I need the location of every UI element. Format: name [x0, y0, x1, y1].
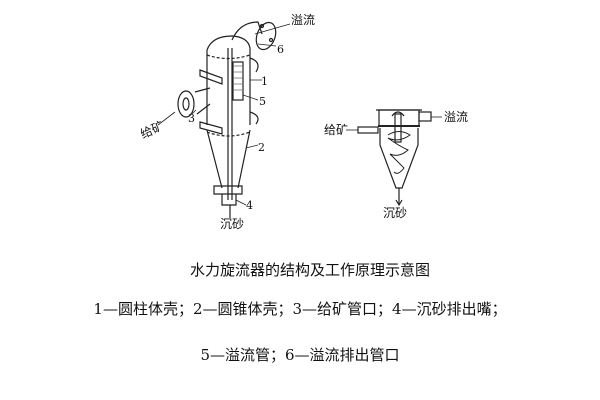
- part-number-1: 1: [261, 75, 268, 88]
- part-number-4: 4: [246, 199, 253, 212]
- part-number-2: 2: [258, 141, 265, 154]
- legend-line-1: 1—圆柱体壳；2—圆锥体壳；3—给矿管口；4—沉砂排出嘴；: [93, 300, 507, 318]
- legend-line-2: 5—溢流管；6—溢流排出管口: [200, 346, 400, 364]
- part-number-5: 5: [259, 95, 266, 108]
- part-number-6: 6: [277, 43, 284, 56]
- right-hydrocyclone-drawing: [346, 109, 442, 207]
- left-hydrocyclone-drawing: [157, 21, 291, 218]
- figure-title: 水力旋流器的结构及工作原理示意图: [189, 261, 430, 279]
- left-underflow-label: 沉砂: [220, 217, 245, 231]
- right-feed-label: 给矿: [324, 123, 349, 137]
- left-overflow-label: 溢流: [291, 13, 316, 27]
- right-overflow-label: 溢流: [444, 110, 469, 124]
- part-number-3: 3: [188, 112, 195, 125]
- right-underflow-label: 沉砂: [383, 206, 408, 220]
